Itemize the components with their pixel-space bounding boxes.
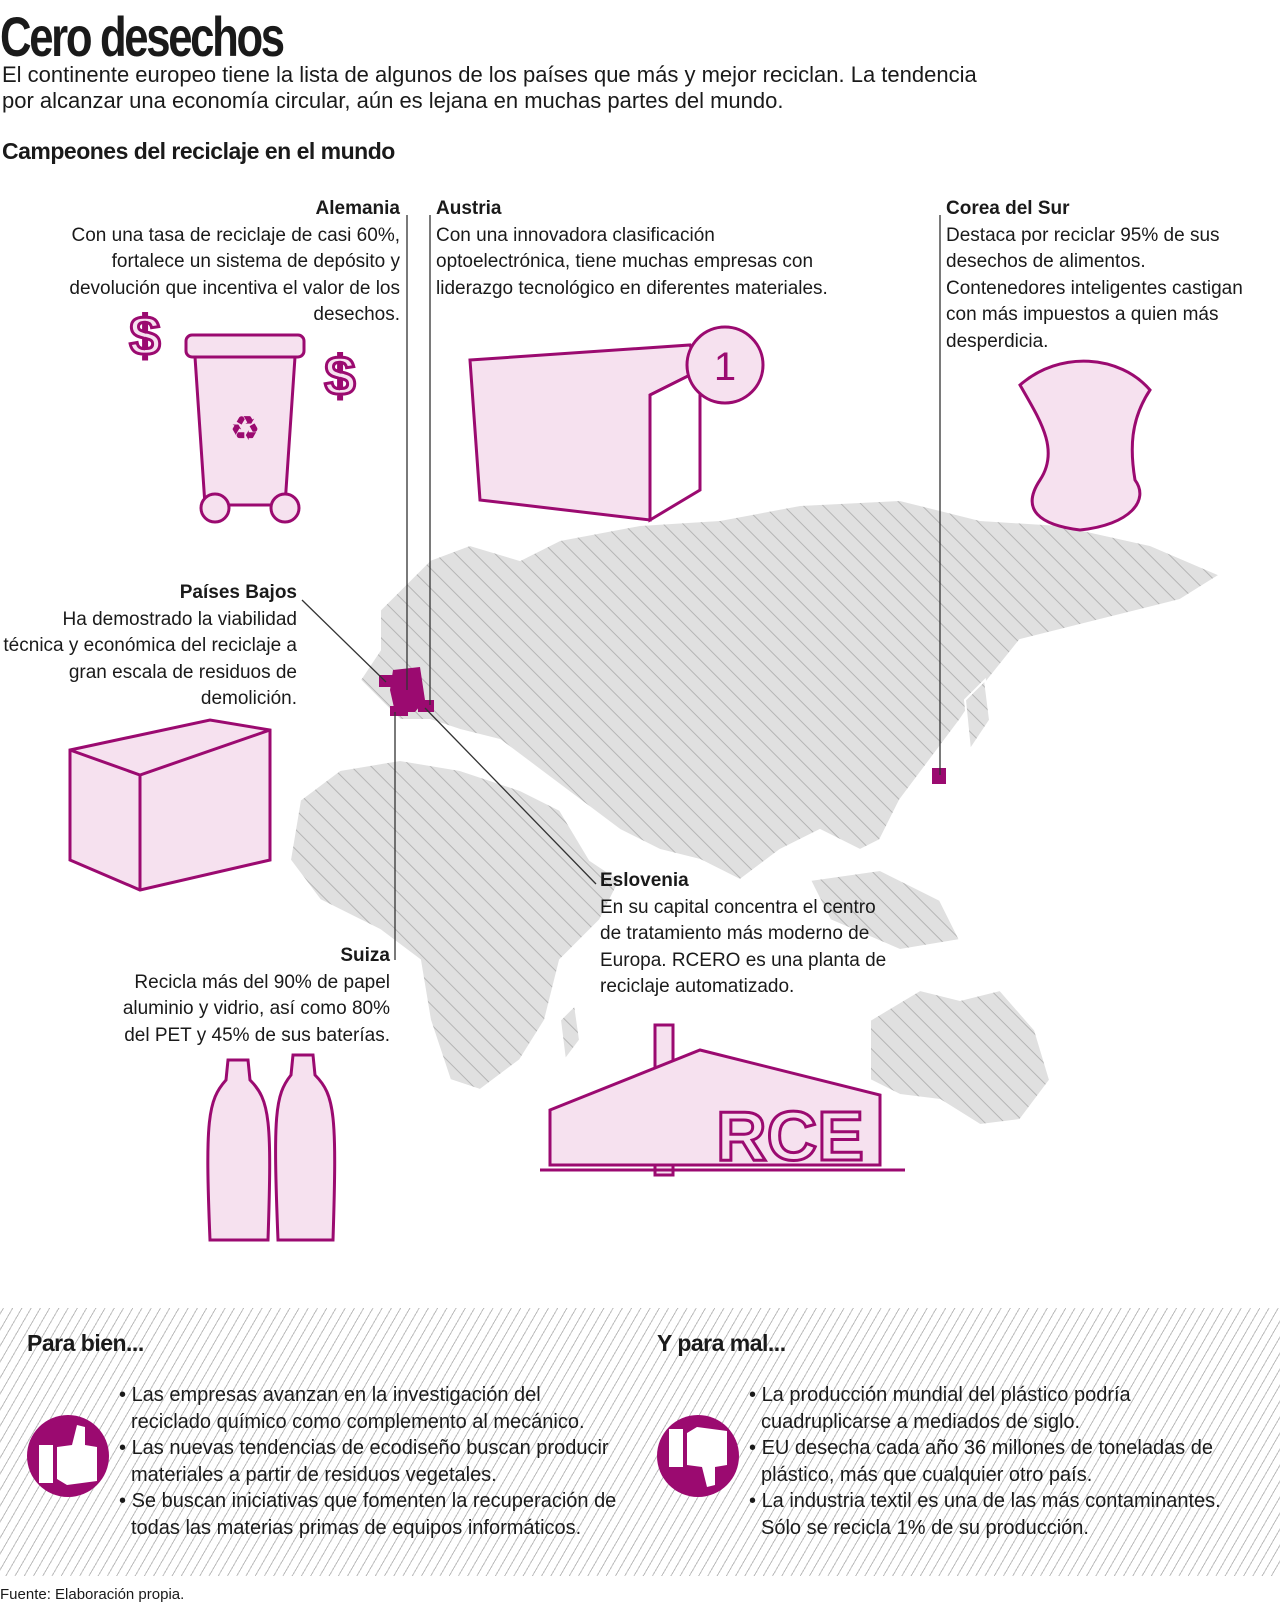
callout-text: Ha demostrado la viabilidad técnica y ec… (3, 608, 297, 710)
source-note: Fuente: Elaboración propia. (0, 1586, 185, 1603)
concrete-block-illustration (68, 718, 272, 892)
indonesia-landmass (808, 868, 962, 952)
recycling-plant-illustration: RCE (540, 1023, 905, 1177)
callout-text: Destaca por reciclar 95% de sus desechos… (946, 224, 1243, 352)
callout-suiza: Suiza Recicla más del 90% de papel alumi… (100, 943, 390, 1049)
pros-column: Para bien... Las empresas avanzan en la … (27, 1330, 627, 1570)
africa-landmass (288, 758, 622, 1092)
list-item: La producción mundial del plástico podrí… (749, 1382, 1249, 1435)
callout-text: Con una tasa de reciclaje de casi 60%, f… (69, 224, 400, 326)
callout-text: Recicla más del 90% de papel aluminio y … (122, 971, 390, 1046)
callout-eslovenia: Eslovenia En su capital concentra el cen… (600, 868, 890, 1001)
callout-alemania: Alemania Con una tasa de reciclaje de ca… (20, 196, 400, 329)
callout-title: Alemania (315, 198, 400, 219)
leader-eslovenia (424, 707, 597, 885)
callout-text: Con una innovadora clasificación optoele… (436, 224, 828, 299)
medal-number: 1 (714, 345, 736, 389)
madagascar-landmass (558, 1002, 582, 1063)
apple-core-illustration (1018, 359, 1152, 532)
list-item: Las empresas avanzan en la investigación… (119, 1382, 619, 1435)
thumbs-up-icon (27, 1415, 109, 1497)
svg-text:♻: ♻ (230, 410, 260, 448)
callout-title: Suiza (340, 945, 390, 966)
cons-list: La producción mundial del plástico podrí… (749, 1382, 1249, 1541)
dumpster-illustration: 1 (468, 325, 765, 523)
callout-text: En su capital concentra el centro de tra… (600, 896, 887, 998)
callout-title: Corea del Sur (946, 198, 1070, 219)
eurasia-landmass (358, 498, 1223, 882)
slovenia-marker (418, 700, 434, 712)
callout-title: Países Bajos (179, 582, 297, 603)
callout-corea-del-sur: Corea del Sur Destaca por reciclar 95% d… (946, 196, 1266, 355)
callout-austria: Austria Con una innovadora clasificación… (436, 196, 846, 302)
page-title: Cero desechos (0, 5, 285, 68)
world-map: ♻ $ $ 1 RCE (68, 215, 1223, 1242)
switzerland-marker (390, 706, 408, 716)
svg-text:$: $ (324, 344, 355, 407)
list-item: La industria textil es una de las más co… (749, 1488, 1249, 1541)
list-item: EU desecha cada año 36 millones de tonel… (749, 1435, 1249, 1488)
plastic-bottles-illustration (206, 1053, 337, 1242)
list-item: Las nuevas tendencias de ecodiseño busca… (119, 1435, 619, 1488)
list-item: Se buscan iniciativas que fomenten la re… (119, 1488, 619, 1541)
south-korea-marker (932, 768, 946, 784)
callout-title: Austria (436, 198, 502, 219)
pros-cons-panel: Para bien... Las empresas avanzan en la … (0, 1308, 1280, 1576)
page-subtitle: El continente europeo tiene la lista de … (2, 62, 977, 113)
thumbs-down-icon (657, 1415, 739, 1497)
pros-title: Para bien... (27, 1330, 144, 1356)
building-letters: RCE (716, 1097, 864, 1175)
cons-column: Y para mal... La producción mundial del … (657, 1330, 1257, 1570)
pros-list: Las empresas avanzan en la investigación… (119, 1382, 619, 1541)
svg-text:$: $ (129, 304, 160, 367)
cons-title: Y para mal... (657, 1330, 786, 1356)
leader-paises-bajos (301, 599, 387, 683)
callout-title: Eslovenia (600, 870, 689, 891)
section-heading: Campeones del reciclaje en el mundo (2, 138, 395, 164)
australia-landmass (869, 988, 1052, 1127)
japan-landmass (963, 677, 992, 753)
callout-paises-bajos: Países Bajos Ha demostrado la viabilidad… (0, 580, 297, 713)
recycling-bin-illustration: ♻ $ $ (128, 303, 357, 524)
